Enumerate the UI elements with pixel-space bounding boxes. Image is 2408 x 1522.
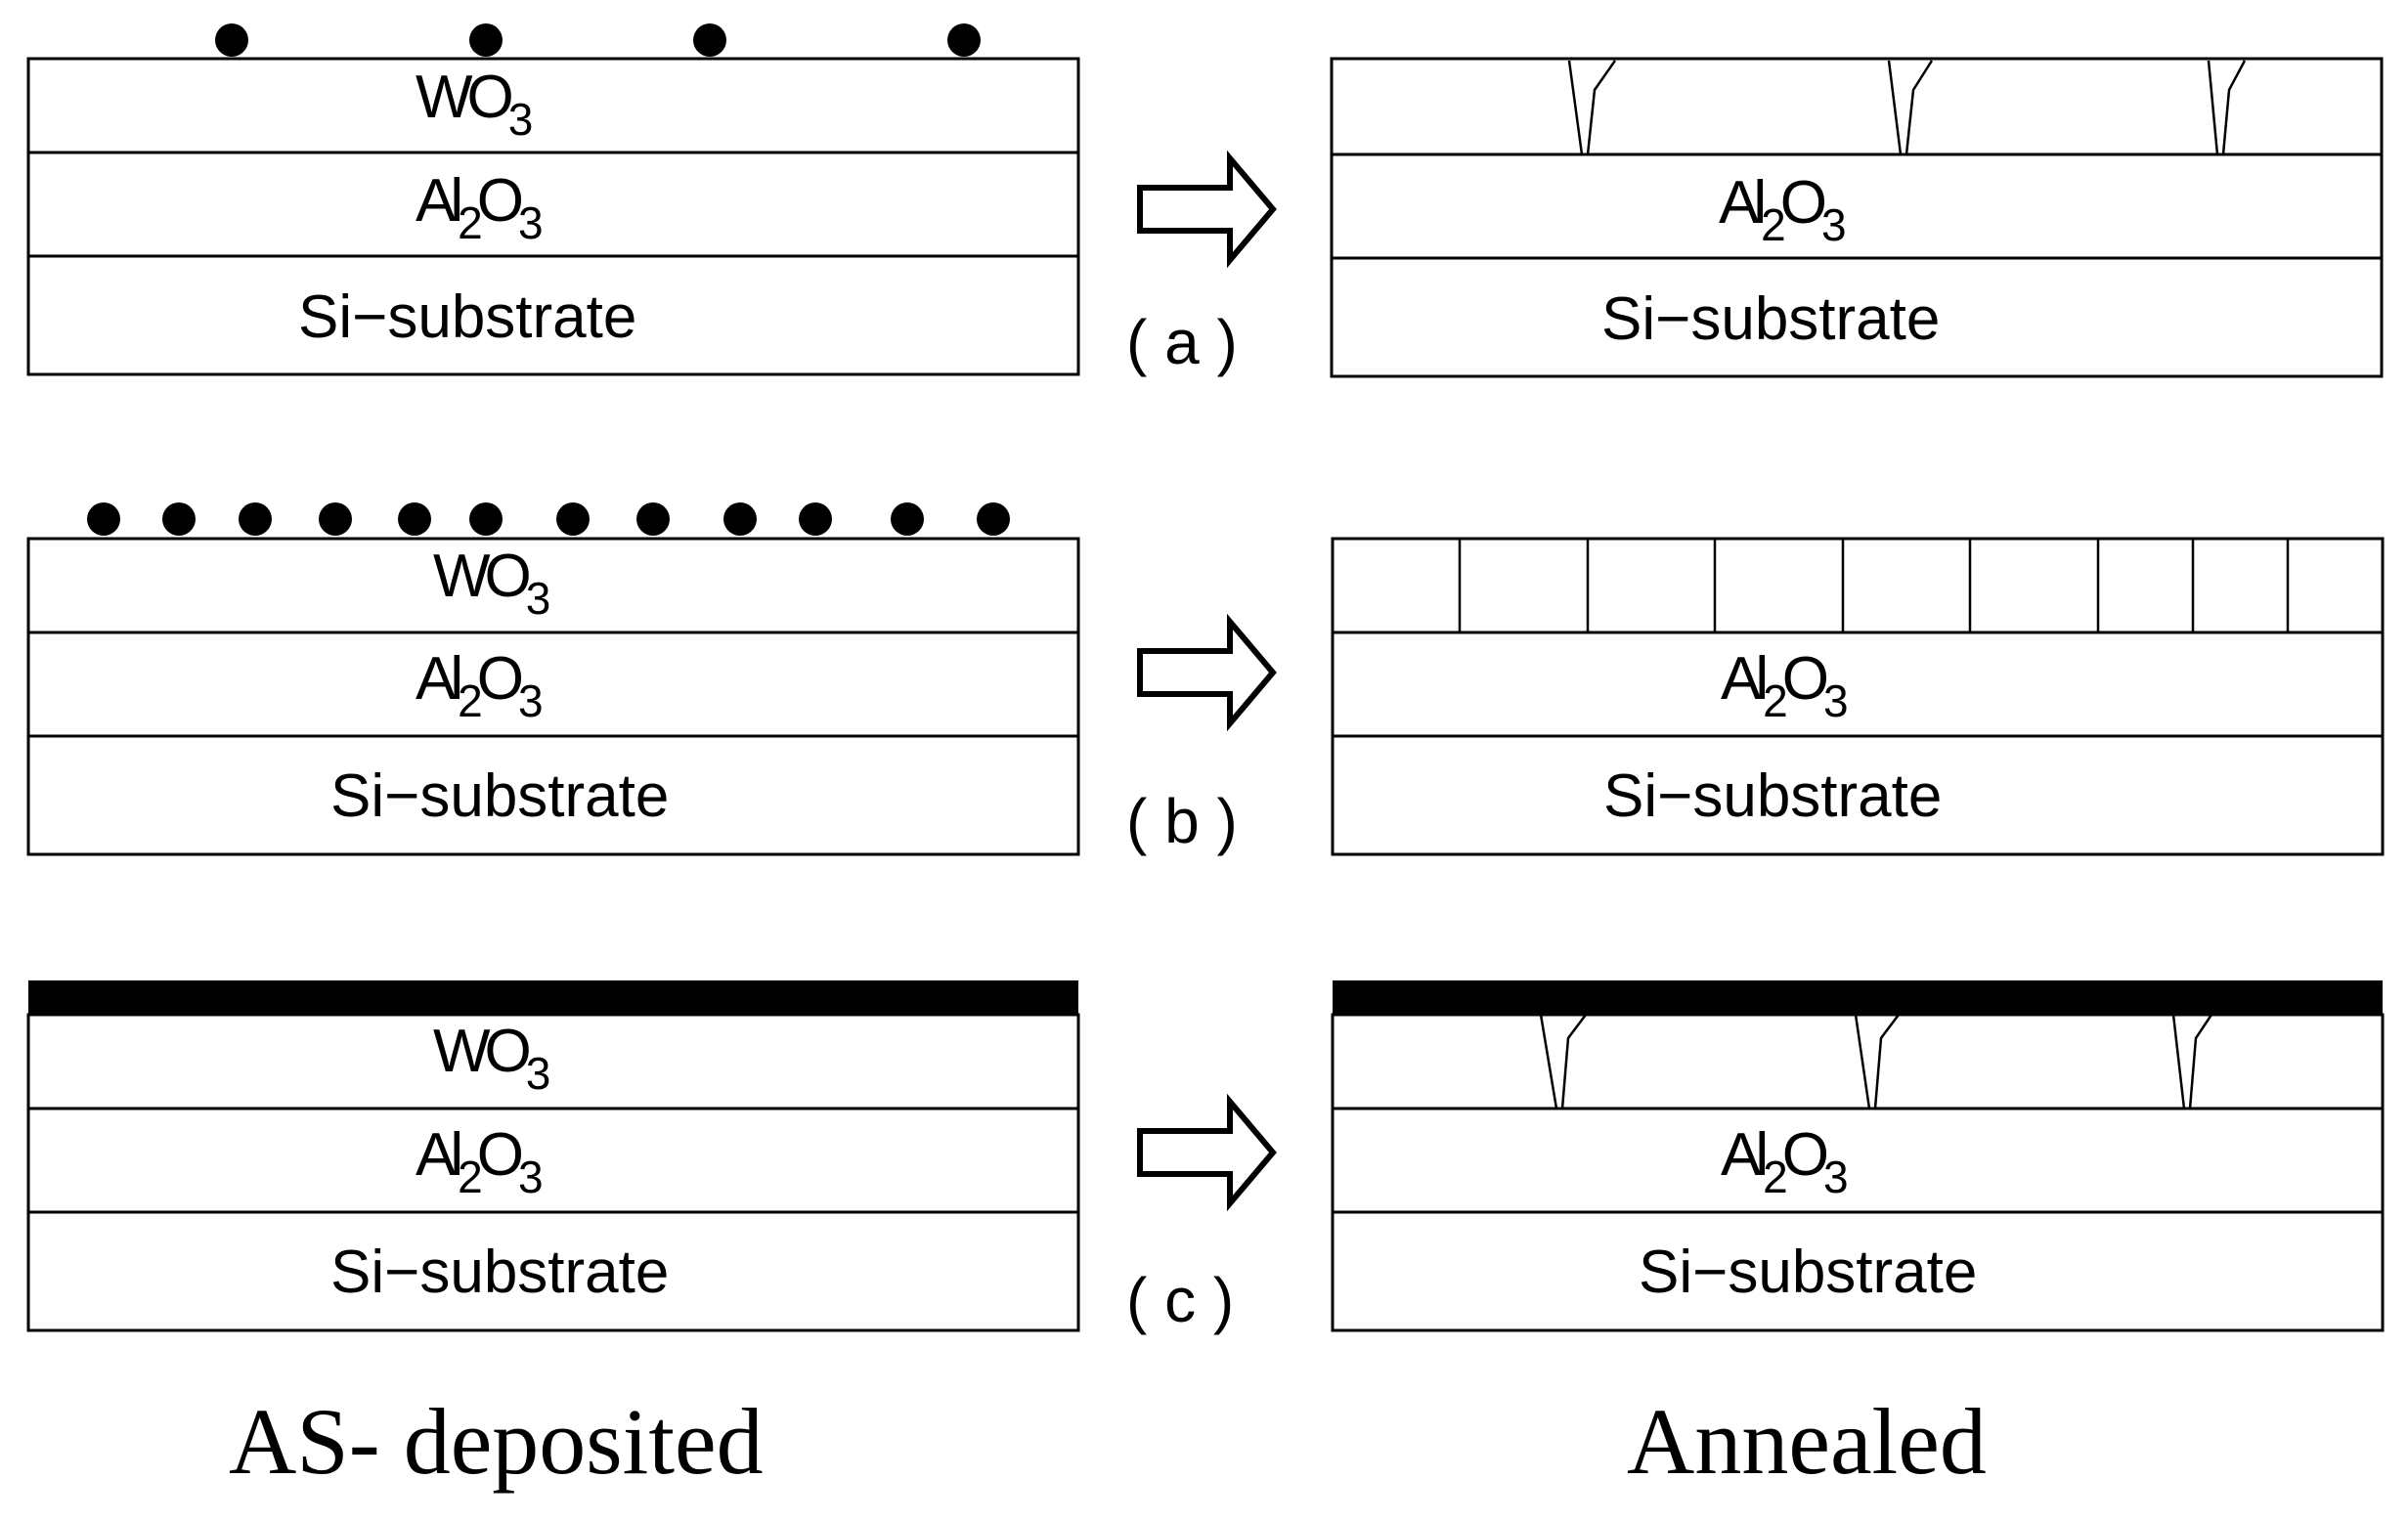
row-b-annealed-stack: Al2O3 Si−substrate	[1331, 537, 2385, 856]
panel-label-a: ( a )	[1126, 307, 1238, 377]
si-substrate-label: Si−substrate	[330, 1239, 669, 1306]
particle	[556, 502, 590, 536]
particle	[799, 502, 832, 536]
particle	[319, 502, 352, 536]
particle	[87, 502, 120, 536]
si-substrate-label: Si−substrate	[330, 762, 669, 830]
grain-boundary	[2171, 1014, 2213, 1109]
panel-label-c: ( c )	[1126, 1265, 1234, 1335]
al2o3-layer	[26, 631, 1080, 738]
grain-boundary	[1854, 1014, 1900, 1109]
si-substrate-layer	[1331, 1210, 2385, 1332]
si-substrate-layer	[1330, 256, 2384, 378]
particle	[693, 23, 726, 57]
as-deposited-caption: AS- deposited	[229, 1389, 764, 1494]
wo3-label: WO3	[433, 543, 549, 624]
wo3-layer	[26, 57, 1080, 154]
grain-boundary	[2207, 60, 2247, 155]
row-c-as-deposited-stack: WO3 Al2O3 Si−substrate	[26, 980, 1080, 1332]
annealed-caption: Annealed	[1627, 1389, 1987, 1494]
right-arrow-icon	[1137, 150, 1277, 269]
grain-boundary	[1887, 60, 1934, 155]
particle	[891, 502, 924, 536]
particle	[723, 502, 757, 536]
wo3-layer	[1330, 57, 2384, 156]
grain-boundary	[1567, 60, 1617, 155]
row-a: WO3 Al2O3 Si−substrate ( a ) Al2O3 Si−su…	[26, 23, 2384, 378]
si-substrate-layer	[26, 734, 1080, 856]
wo3-layer	[26, 1013, 1080, 1110]
row-a-annealed-stack: Al2O3 Si−substrate	[1330, 57, 2384, 378]
grain-boundary	[1539, 1014, 1587, 1109]
wo3-label: WO3	[433, 1018, 549, 1099]
particle	[239, 502, 272, 536]
particle	[977, 502, 1010, 536]
row-c: WO3 Al2O3 Si−substrate ( c ) Al2O3 Si−su…	[26, 980, 2385, 1335]
si-substrate-label: Si−substrate	[298, 283, 636, 351]
row-b: WO3 Al2O3 Si−substrate ( b ) Al2O3 Si−su…	[26, 502, 2385, 856]
particle	[162, 502, 196, 536]
al2o3-label: Al2O3	[416, 645, 542, 726]
particles	[87, 502, 1010, 536]
wo3-layer	[1331, 537, 2385, 634]
particle	[469, 502, 503, 536]
row-b-as-deposited-stack: WO3 Al2O3 Si−substrate	[26, 502, 1080, 856]
particle	[215, 23, 248, 57]
si-substrate-layer	[26, 1210, 1080, 1332]
si-substrate-label: Si−substrate	[1601, 285, 1940, 353]
panel-label-b: ( b )	[1126, 786, 1238, 856]
si-substrate-label: Si−substrate	[1603, 762, 1942, 830]
right-arrow-icon	[1137, 1093, 1277, 1212]
al2o3-layer	[26, 151, 1080, 258]
row-a-as-deposited-stack: WO3 Al2O3 Si−substrate	[26, 23, 1080, 376]
grain-boundaries	[1539, 1014, 2213, 1109]
right-arrow-icon	[1137, 613, 1277, 732]
grain-boundaries	[1458, 539, 2290, 632]
al2o3-layer	[26, 1107, 1080, 1214]
grain-boundaries	[1567, 60, 2247, 155]
si-substrate-layer	[1331, 734, 2385, 856]
row-c-annealed-stack: Al2O3 Si−substrate	[1331, 980, 2385, 1332]
particle	[636, 502, 670, 536]
particle	[469, 23, 503, 57]
si-substrate-label: Si−substrate	[1639, 1239, 1977, 1306]
si-substrate-layer	[26, 254, 1080, 376]
al2o3-layer	[1330, 152, 2384, 260]
al2o3-layer	[1331, 1107, 2385, 1214]
particles	[215, 23, 981, 57]
wo3-layer	[26, 537, 1080, 634]
continuous-film	[1333, 980, 2383, 1015]
particle	[398, 502, 431, 536]
continuous-film	[28, 980, 1078, 1015]
particle	[947, 23, 981, 57]
al2o3-layer	[1331, 631, 2385, 738]
